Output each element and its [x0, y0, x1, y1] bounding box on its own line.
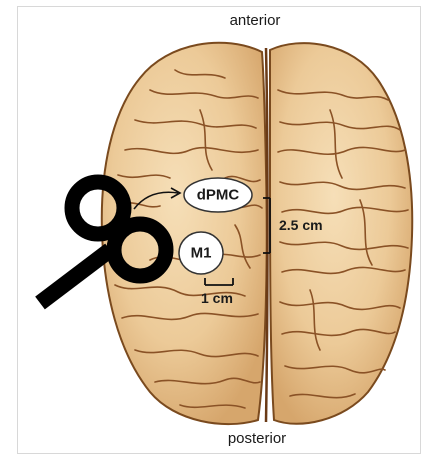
horizontal-scale-label: 1 cm — [201, 290, 233, 306]
m1-label: M1 — [191, 245, 212, 262]
posterior-label: posterior — [228, 430, 286, 447]
dpmc-label: dPMC — [197, 187, 240, 204]
anterior-label: anterior — [230, 12, 281, 29]
vertical-scale-label: 2.5 cm — [279, 217, 323, 233]
